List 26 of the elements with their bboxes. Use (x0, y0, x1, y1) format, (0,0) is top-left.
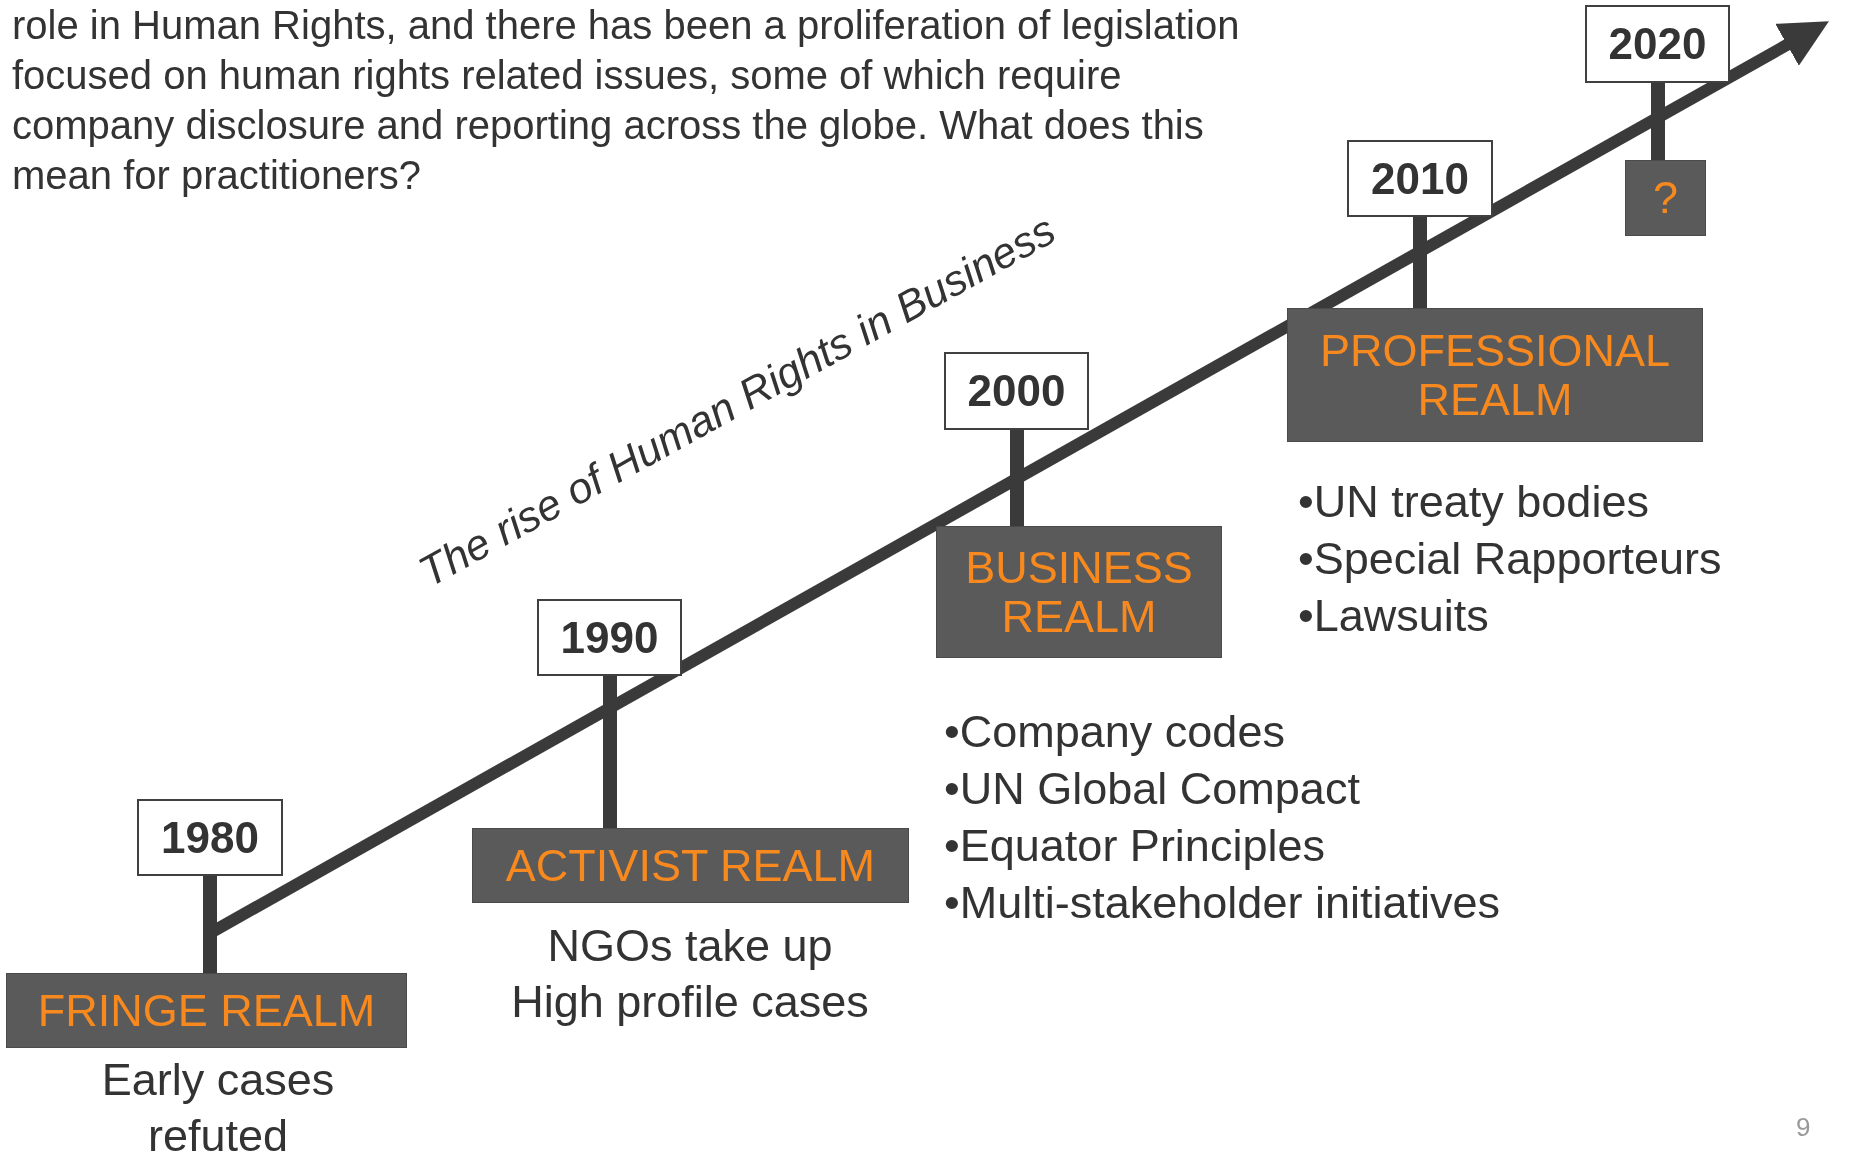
intro-paragraph: role in Human Rights, and there has been a proliferation of legislation focused on human rights related issues, some of which require company disclosure and reporting across the globe. What does this mean for practitioners? (12, 2, 1241, 199)
description-text: NGOs take up High profile cases (510, 919, 870, 1030)
bullet-item: •Multi-stakeholder initiatives (944, 876, 1501, 930)
description-text: Early cases refuted (100, 1053, 336, 1153)
realm-box: ACTIVIST REALM (472, 828, 909, 903)
bullet-item: •Company codes (944, 705, 1286, 759)
bullet-item: •Lawsuits (1298, 589, 1490, 643)
connector-post (1651, 83, 1665, 160)
bullet-item: •UN Global Compact (944, 762, 1361, 816)
connector-post (203, 876, 217, 973)
realm-box: FRINGE REALM (6, 973, 407, 1048)
bullet-item: •UN treaty bodies (1298, 475, 1650, 529)
realm-box: ? (1625, 160, 1706, 236)
connector-post (1010, 430, 1024, 526)
year-box: 2010 (1347, 140, 1493, 217)
bullet-item: •Special Rapporteurs (1298, 532, 1723, 586)
bullet-item: •Equator Principles (944, 819, 1326, 873)
page-number: 9 (1796, 1112, 1811, 1143)
connector-post (603, 676, 617, 828)
year-box: 2000 (944, 352, 1089, 430)
connector-post (1413, 217, 1427, 308)
realm-box: BUSINESS REALM (936, 526, 1222, 658)
realm-box: PROFESSIONAL REALM (1287, 308, 1703, 442)
year-box: 1990 (537, 599, 682, 676)
year-box: 1980 (137, 799, 283, 876)
year-box: 2020 (1585, 5, 1730, 83)
